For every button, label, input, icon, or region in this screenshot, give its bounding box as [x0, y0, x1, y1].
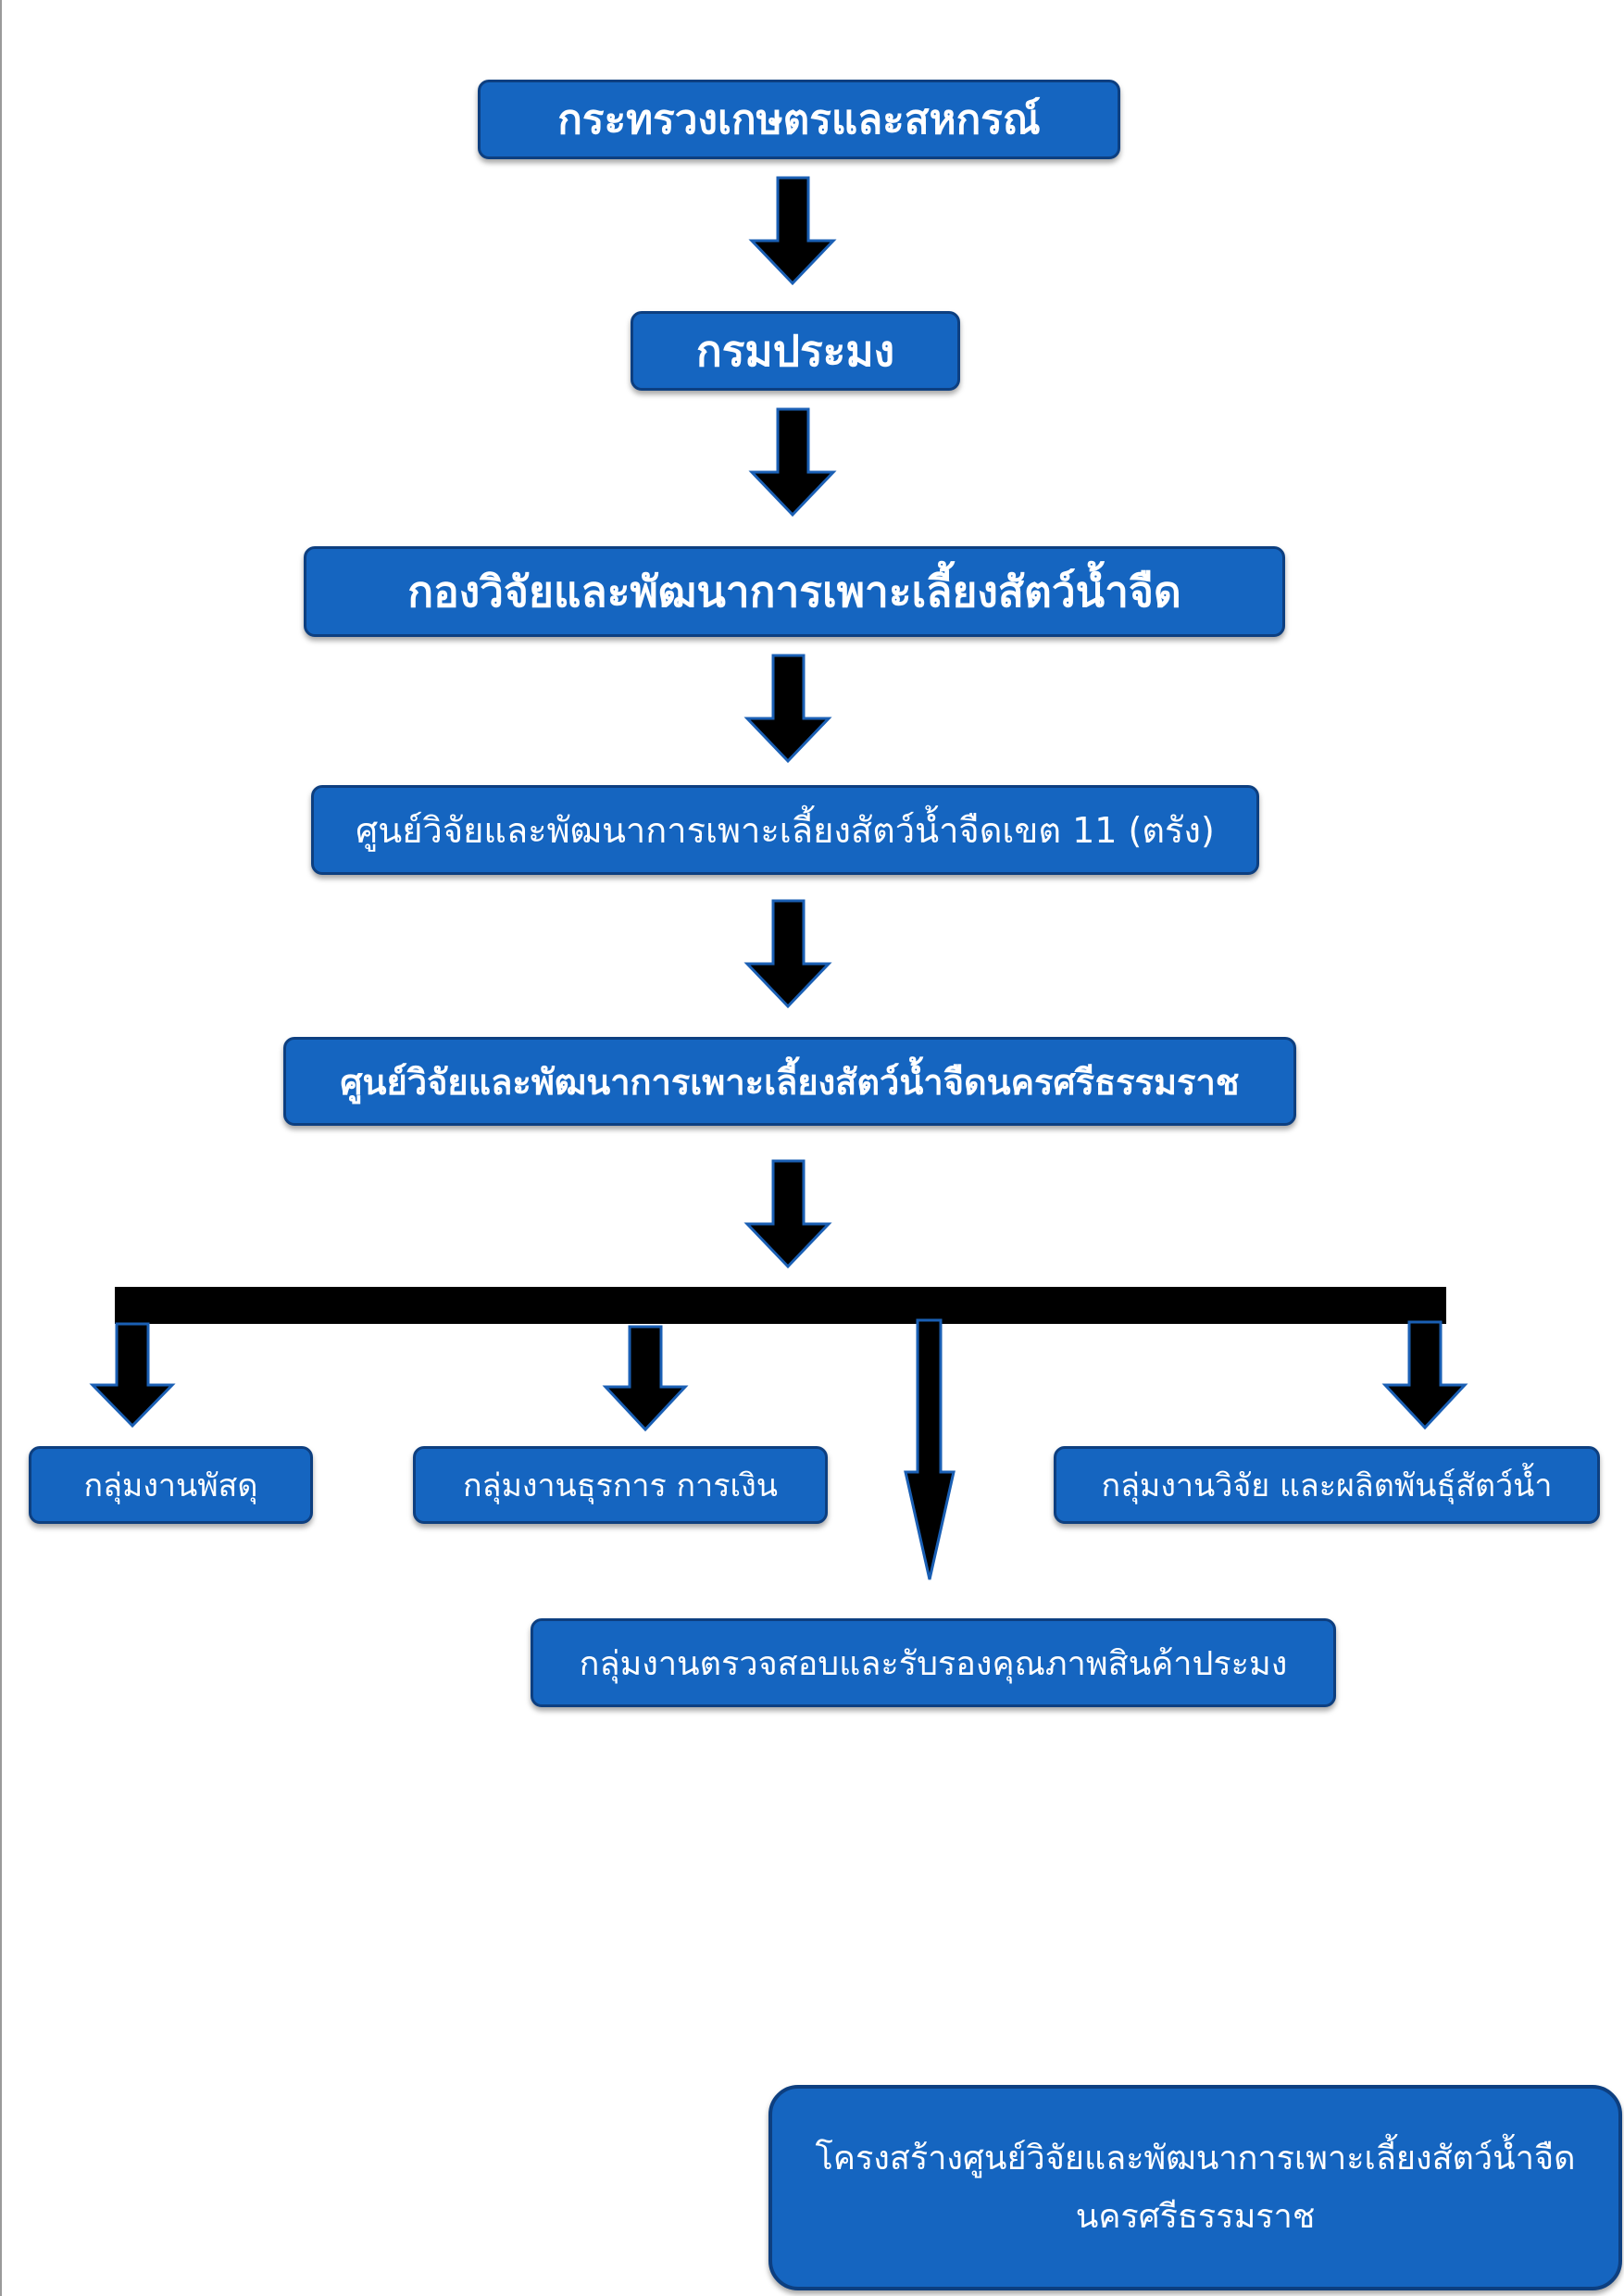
- supplies-group-box: กลุ่มงานพัสดุ: [29, 1446, 313, 1524]
- arrow-branch-inspection: [904, 1318, 956, 1580]
- general-finance-group-box: กลุ่มงานธุรการ การเงิน: [413, 1446, 828, 1524]
- department-box: กรมประมง: [631, 311, 960, 391]
- inspection-group-box: กลุ่มงานตรวจสอบและรับรองคุณภาพสินค้าประม…: [531, 1618, 1336, 1707]
- ministry-label: กระทรวงเกษตรและสหกรณ์: [557, 96, 1041, 144]
- regional-center-label: ศูนย์วิจัยและพัฒนาการเพาะเลี้ยงสัตว์น้ำจ…: [356, 810, 1215, 851]
- department-label: กรมประมง: [695, 325, 895, 376]
- arrow-down-1: [748, 176, 837, 286]
- general-finance-group-label: กลุ่มงานธุรการ การเงิน: [463, 1467, 778, 1504]
- division-label: กองวิจัยและพัฒนาการเพาะเลี้ยงสัตว์น้ำจืด: [407, 566, 1181, 617]
- arrow-down-2: [748, 407, 837, 518]
- arrow-branch-general-finance: [602, 1325, 689, 1432]
- center-label: ศูนย์วิจัยและพัฒนาการเพาะเลี้ยงสัตว์น้ำจ…: [340, 1061, 1240, 1103]
- division-box: กองวิจัยและพัฒนาการเพาะเลี้ยงสัตว์น้ำจืด: [304, 546, 1285, 637]
- arrow-down-3: [743, 654, 832, 764]
- ministry-box: กระทรวงเกษตรและสหกรณ์: [478, 80, 1120, 159]
- caption-box: โครงสร้างศูนย์วิจัยและพัฒนาการเพาะเลี้ยง…: [768, 2085, 1622, 2290]
- page-left-border: [0, 0, 2, 2296]
- arrow-down-4: [743, 899, 832, 1009]
- research-products-group-box: กลุ่มงานวิจัย และผลิตพันธุ์สัตว์น้ำ: [1054, 1446, 1600, 1524]
- caption-line-2: นครศรีธรรมราช: [1075, 2198, 1316, 2236]
- arrow-branch-research-products: [1381, 1320, 1468, 1430]
- branch-bar: [115, 1287, 1446, 1324]
- inspection-group-label: กลุ่มงานตรวจสอบและรับรองคุณภาพสินค้าประม…: [579, 1644, 1288, 1683]
- arrow-down-5: [743, 1159, 832, 1269]
- supplies-group-label: กลุ่มงานพัสดุ: [83, 1467, 258, 1504]
- research-products-group-label: กลุ่มงานวิจัย และผลิตพันธุ์สัตว์น้ำ: [1101, 1467, 1553, 1504]
- caption-line-1: โครงสร้างศูนย์วิจัยและพัฒนาการเพาะเลี้ยง…: [815, 2140, 1576, 2177]
- center-box: ศูนย์วิจัยและพัฒนาการเพาะเลี้ยงสัตว์น้ำจ…: [283, 1037, 1296, 1126]
- arrow-branch-supplies: [89, 1322, 176, 1429]
- regional-center-box: ศูนย์วิจัยและพัฒนาการเพาะเลี้ยงสัตว์น้ำจ…: [311, 785, 1259, 875]
